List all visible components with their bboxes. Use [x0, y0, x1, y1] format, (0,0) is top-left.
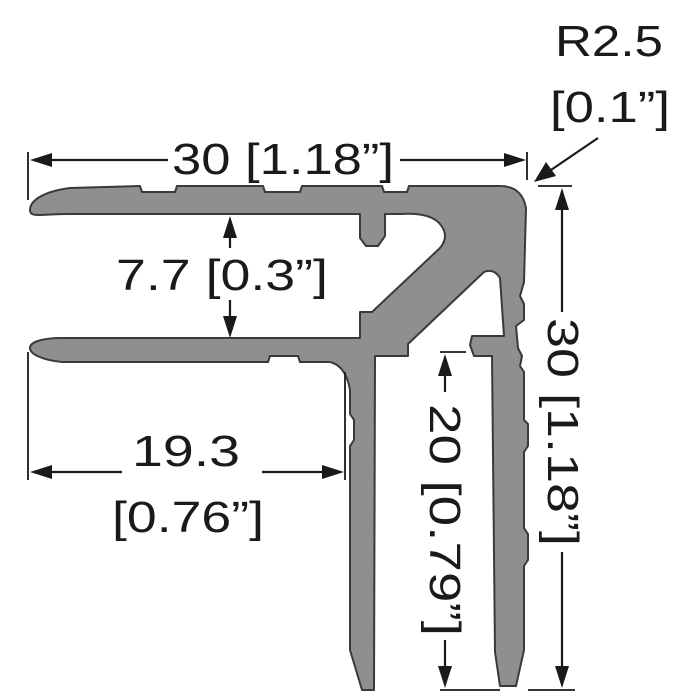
radius-arrow [534, 162, 556, 182]
profile-section [29, 185, 529, 691]
gap-height-label: 7.7 [0.3”] [116, 251, 328, 300]
arrow-total-top [555, 188, 569, 210]
arrow-leg-top [438, 354, 452, 376]
arrow-lower-width-right [322, 465, 344, 479]
top-width-label: 30 [1.18”] [172, 135, 394, 184]
radius-leader [547, 137, 599, 173]
lower-width-label: 19.3 [132, 427, 240, 476]
arrow-total-bottom [555, 666, 569, 688]
leg-height-label: 20 [0.79”] [420, 404, 469, 636]
arrow-top-width-left [30, 153, 52, 167]
arrow-gap-top [223, 216, 237, 238]
arrow-leg-bottom [438, 666, 452, 688]
arrow-lower-width-left [30, 465, 52, 479]
arrow-top-width-right [504, 153, 526, 167]
radius-label: R2.5 [555, 17, 663, 66]
arrow-gap-bottom [223, 316, 237, 338]
total-height-label: 30 [1.18”] [538, 318, 587, 546]
lower-width-imperial-label: [0.76”] [112, 493, 264, 542]
radius-imperial-label: [0.1”] [550, 83, 670, 132]
